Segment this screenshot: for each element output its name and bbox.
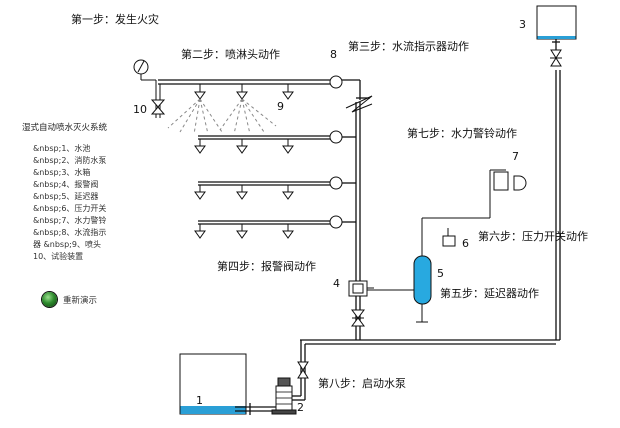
gate-valve-lower — [351, 309, 365, 327]
legend-item: &nbsp;3、水箱 — [33, 168, 91, 177]
legend-item: &nbsp;5、延迟器 — [33, 192, 99, 201]
label-10: 10 — [133, 103, 147, 116]
label-5: 5 — [437, 267, 444, 280]
step-5-label: 第五步：延迟器动作 — [440, 287, 539, 300]
label-9: 9 — [277, 100, 284, 113]
water-flow-indicator-8 — [345, 95, 373, 113]
pipe-end-caps — [329, 75, 343, 229]
step-7-label: 第七步：水力警铃动作 — [407, 127, 517, 140]
legend-item: &nbsp;7、水力警铃 — [33, 216, 107, 225]
legend-item: &nbsp;6、压力开关 — [33, 204, 107, 213]
label-6: 6 — [462, 237, 469, 250]
test-device-10 — [133, 59, 166, 118]
replay-button[interactable]: 重新演示 — [42, 292, 97, 307]
step-1-label: 第一步：发生火灾 — [71, 13, 159, 26]
check-valve-pump — [297, 361, 309, 379]
legend-item: &nbsp;4、报警阀 — [33, 180, 99, 189]
label-7: 7 — [512, 150, 519, 163]
sprinkler-heads — [194, 84, 294, 239]
label-1: 1 — [196, 394, 203, 407]
branch-pipes — [198, 135, 356, 225]
legend-item: 器 &nbsp;9、喷头 — [33, 240, 101, 249]
legend-item: 10、试验装置 — [33, 252, 84, 261]
water-spray — [167, 98, 277, 135]
replay-icon — [42, 292, 57, 307]
check-valve-tank — [550, 49, 562, 67]
legend-item: &nbsp;2、消防水泵 — [33, 156, 107, 165]
pressure-switch-6 — [442, 235, 456, 247]
legend-title: 湿式自动喷水灭火系统 — [22, 123, 108, 133]
legend-item: &nbsp;1、水池 — [33, 144, 91, 153]
top-branch-pipe — [158, 79, 361, 100]
step-4-label: 第四步：报警阀动作 — [217, 260, 316, 273]
water-tank-3 — [536, 5, 577, 40]
step-3-label: 第三步：水流指示器动作 — [348, 40, 469, 53]
step-8-label: 第八步：启动水泵 — [318, 377, 406, 390]
bottom-supply-pipe — [300, 339, 560, 345]
legend-item: &nbsp;8、水流指示 — [33, 228, 107, 237]
label-2: 2 — [297, 401, 304, 414]
main-riser — [355, 97, 370, 281]
replay-label: 重新演示 — [63, 295, 98, 306]
suction-pipe — [235, 403, 278, 415]
water-motor-alarm-7 — [493, 171, 527, 191]
alarm-line — [367, 169, 506, 323]
fire-pump-2 — [271, 377, 297, 415]
label-8: 8 — [330, 48, 337, 61]
water-pool-1 — [179, 353, 247, 415]
label-3: 3 — [519, 18, 526, 31]
alarm-valve-4 — [348, 280, 374, 297]
riser-pipe-right — [552, 39, 561, 340]
label-4: 4 — [333, 277, 340, 290]
pump-discharge-pipe — [292, 340, 306, 401]
step-6-label: 第六步：压力开关动作 — [478, 230, 588, 243]
delay-chamber-5 — [413, 255, 432, 305]
step-2-label: 第二步：喷淋头动作 — [181, 48, 280, 61]
